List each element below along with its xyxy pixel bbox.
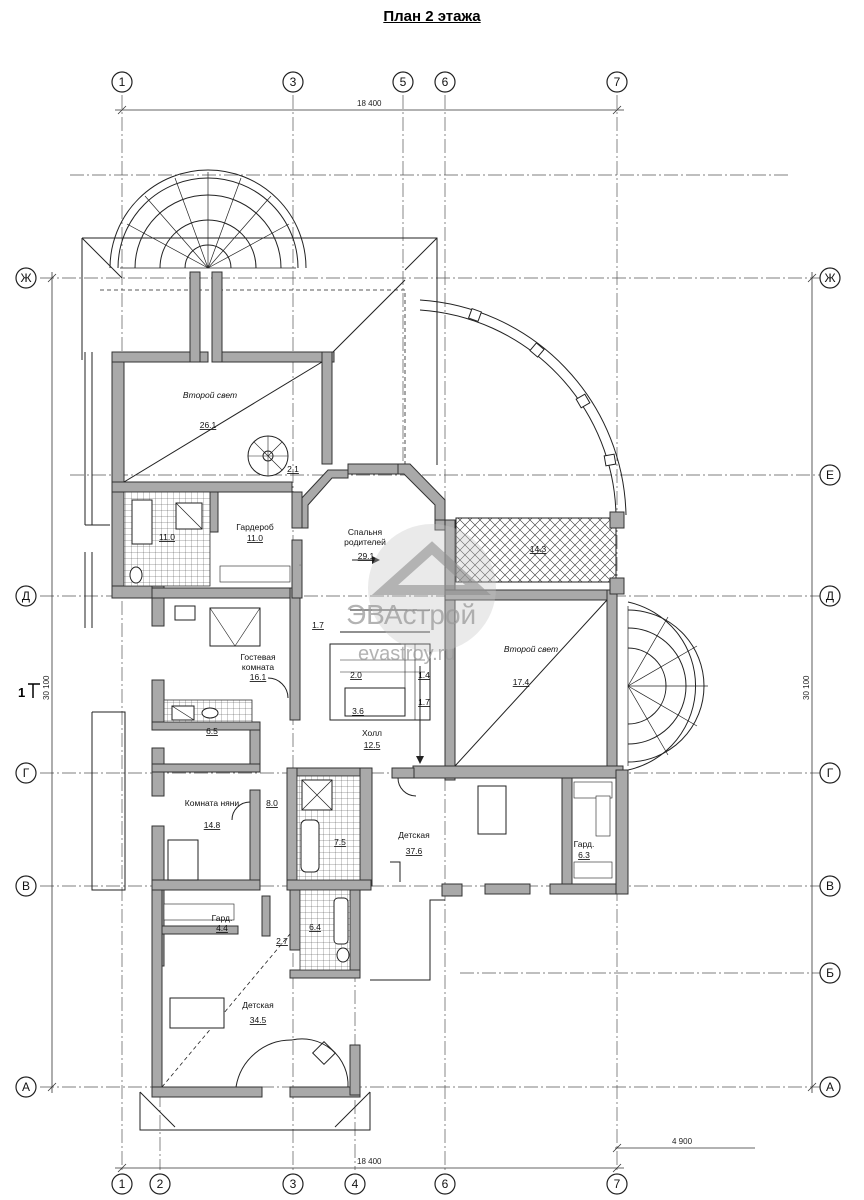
room-area: 14.3 (530, 544, 547, 554)
axis-label: 1 (119, 1177, 126, 1191)
axis-label: Ж (20, 271, 31, 285)
room-area: 34.5 (250, 1015, 267, 1025)
room-area: 37.6 (406, 846, 423, 856)
axis-markers-left: Ж Д Г В А (15, 267, 37, 1098)
bathrooms (123, 491, 361, 971)
balcony-right (627, 601, 708, 771)
axis-label: 1 (119, 75, 126, 89)
room-name: Второй свет (504, 644, 558, 654)
axis-label: 6 (442, 1177, 449, 1191)
axis-markers-top: 1 3 5 6 7 (111, 71, 628, 93)
axis-label: А (826, 1080, 834, 1094)
room-name: Гард. (212, 913, 233, 923)
axis-label: Б (826, 966, 834, 980)
room-name: Детская (242, 1000, 274, 1010)
room-area: 8.0 (266, 798, 278, 808)
exterior-lines (84, 352, 445, 1131)
axis-markers-bottom: 1 2 3 4 6 7 (111, 1173, 628, 1195)
axis-label: 3 (290, 1177, 297, 1191)
room-area: 6.3 (578, 850, 590, 860)
balcony-curve-right (419, 299, 627, 516)
axis-label: 3 (290, 75, 297, 89)
room-name: Гард. (574, 839, 595, 849)
dimension-bottom: 18 400 (357, 1157, 382, 1166)
room-area: 29.1 (358, 551, 375, 561)
roof-outline (81, 237, 438, 470)
room-labels: Второй свет 26.1 2.1 11.0 Гардероб 11.0 … (159, 390, 594, 1025)
room-area: 11.0 (247, 533, 263, 543)
room-area: 2.7 (276, 936, 288, 946)
dimension-left: 30 100 (42, 675, 51, 700)
room-area: 26.1 (200, 420, 217, 430)
interior-details (123, 361, 613, 1088)
dimension-right: 30 100 (802, 675, 811, 700)
room-name: Второй свет (183, 390, 237, 400)
room-name: Детская (398, 830, 430, 840)
axis-label: 4 (352, 1177, 359, 1191)
room-name: Холл (362, 728, 382, 738)
axis-label: Г (23, 766, 30, 780)
plan-title: План 2 этажа (383, 8, 481, 25)
axis-label: Д (826, 589, 834, 603)
room-area: 14.8 (204, 820, 221, 830)
axis-label: Г (827, 766, 834, 780)
axis-label: 5 (400, 75, 407, 89)
section-mark: 1 (18, 683, 40, 700)
watermark-brand: ЭВАстрой (346, 599, 476, 630)
dimension-top: 18 400 (357, 99, 382, 108)
dimension-lines: 18 400 18 400 4 900 30 100 30 100 (42, 99, 817, 1173)
axis-label: В (22, 879, 30, 893)
room-area: 6.4 (309, 922, 321, 932)
axis-label: 7 (614, 75, 621, 89)
section-mark-label: 1 (18, 685, 25, 700)
room-area: 6.5 (206, 726, 218, 736)
axis-label: 6 (442, 75, 449, 89)
room-name: Комната няни (185, 798, 240, 808)
balcony-top (109, 169, 307, 269)
axis-label: 7 (614, 1177, 621, 1191)
room-area: 4.4 (216, 923, 228, 933)
axis-label: Ж (824, 271, 835, 285)
dimension-bottom-right: 4 900 (672, 1137, 693, 1146)
room-area: 7.5 (334, 837, 346, 847)
walls (111, 271, 629, 1098)
axis-label: Е (826, 468, 834, 482)
room-area: 1.4 (418, 670, 430, 680)
room-area: 16.1 (250, 672, 267, 682)
room-area: 2.0 (350, 670, 362, 680)
axis-label: 2 (157, 1177, 164, 1191)
room-area: 3.6 (352, 706, 364, 716)
axis-label: А (22, 1080, 30, 1094)
room-area: 1.7 (312, 620, 324, 630)
room-name: Гардероб (236, 522, 274, 532)
terrace-hatch (455, 517, 617, 583)
room-area: 17.4 (513, 677, 530, 687)
room-area: 11.0 (159, 532, 175, 542)
room-area: 2.1 (287, 464, 299, 474)
watermark-site: evastroy.ru (358, 643, 455, 665)
room-area: 12.5 (364, 740, 381, 750)
watermark: ЭВАстрой evastroy.ru (346, 524, 496, 665)
room-area: 1.7 (418, 697, 430, 707)
axis-label: Д (22, 589, 30, 603)
axis-markers-right: Ж Е Д Г В Б А (819, 267, 841, 1098)
axis-label: В (826, 879, 834, 893)
